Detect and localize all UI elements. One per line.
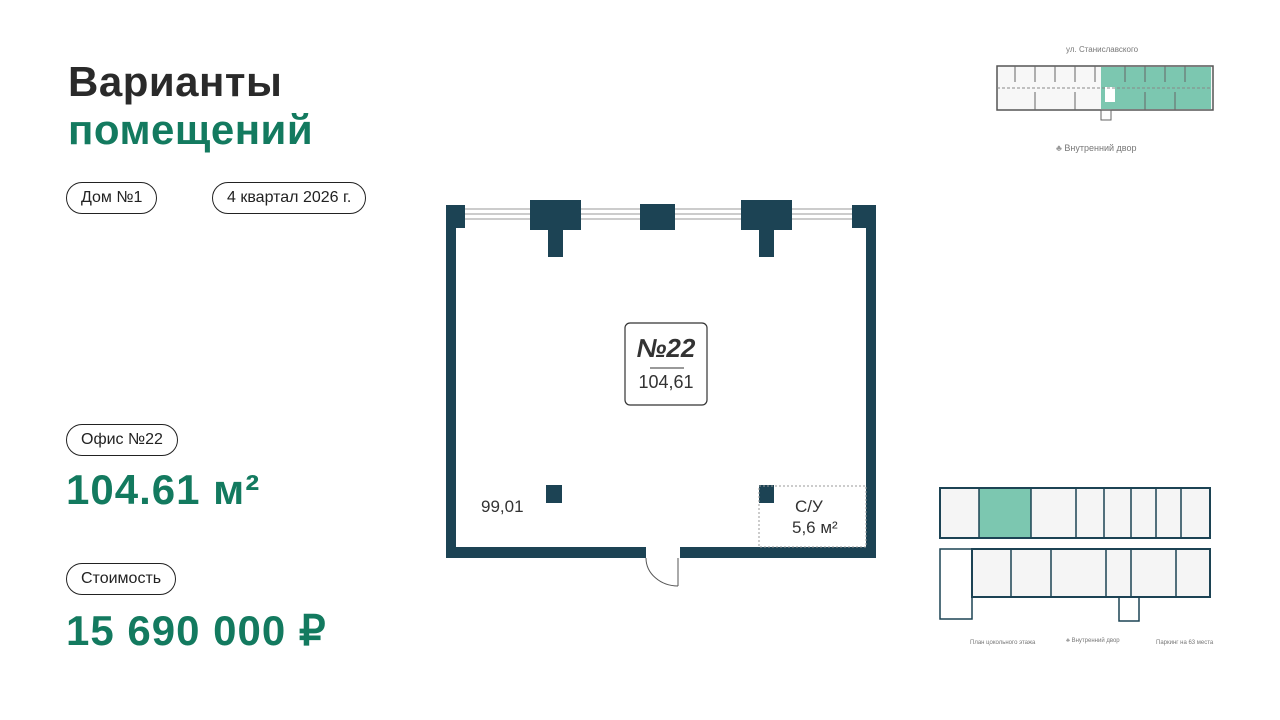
tree-icon: ♣ [1066,638,1072,644]
minimap-top [996,65,1214,121]
title-line-2: помещений [68,106,314,153]
unit-area: 104,61 [638,372,694,392]
column [546,485,562,503]
deadline-tag: 4 квартал 2026 г. [212,182,367,214]
walls [446,200,876,558]
yard-text: Внутренний двор [1071,638,1120,644]
unit-number: №22 [636,333,696,363]
bathroom-outline [758,485,867,548]
bathroom-area: 5,6 м² [792,518,838,537]
office-tag: Офис №22 [66,424,178,456]
minimap-bottom [939,487,1211,622]
street-label: ул. Станиславского [1066,45,1139,54]
yard-label-bottom: ♣ Внутренний двор [1066,638,1120,644]
yard-text: Внутренний двор [1064,143,1137,153]
page-title: Варианты помещений [68,58,313,154]
column [759,485,774,503]
parking-label: Паркинг на 63 места [1156,640,1214,646]
yard-label-top: ♣ Внутренний двор [1056,143,1136,153]
floor-label: План цокольного этажа [970,640,1036,646]
unit-label-box [624,322,708,406]
house-tag: Дом №1 [66,182,158,214]
windows [465,208,852,220]
tree-icon: ♣ [1056,143,1065,153]
price-value: 15 690 000 ₽ [66,607,327,654]
office-area: 104.61 м² [66,466,261,513]
main-room-area: 99,01 [481,497,524,516]
bathroom-label: С/У [795,497,823,516]
price-tag: Стоимость [66,563,177,595]
title-line-1: Варианты [68,58,283,105]
door-icon [645,557,679,587]
